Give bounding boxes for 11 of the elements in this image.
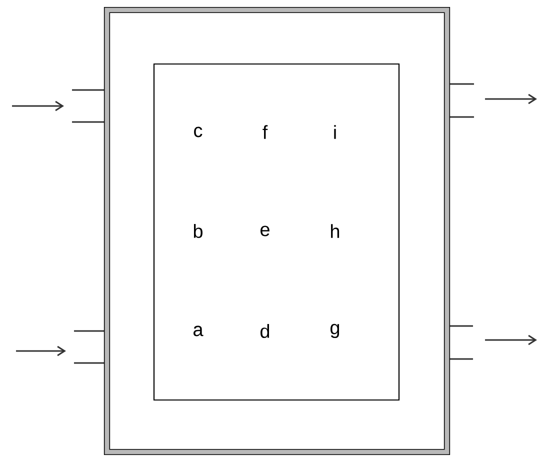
outer-box: [104, 6, 450, 456]
letter: i: [334, 125, 336, 139]
letter: e: [260, 226, 270, 236]
inner-box: [153, 63, 400, 401]
letter: c: [194, 126, 202, 138]
letter: h: [331, 224, 340, 238]
letter: d: [260, 324, 270, 338]
letter: f: [262, 125, 268, 139]
letter: a: [194, 326, 204, 336]
letter: g: [330, 324, 340, 338]
letter: b: [194, 224, 202, 238]
